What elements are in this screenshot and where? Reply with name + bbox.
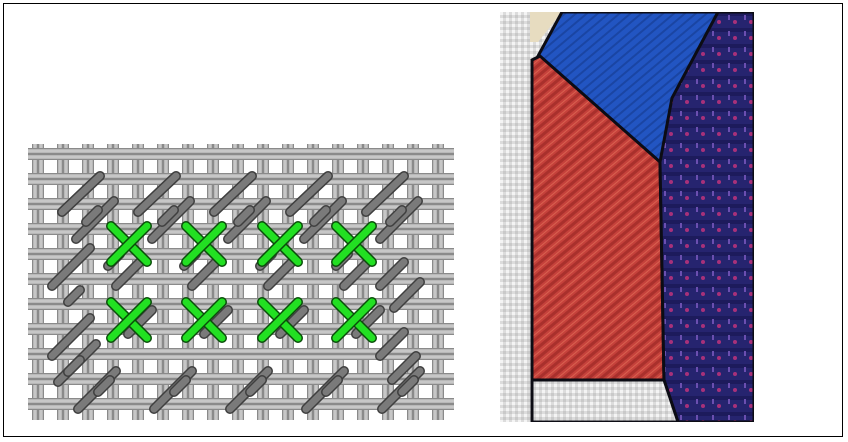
background-stitch [68, 360, 80, 372]
needlepoint-photo [500, 12, 754, 422]
stitch-diagram [28, 144, 454, 420]
photo-left-canvas-strip [500, 12, 530, 422]
photo-white-region [532, 380, 678, 422]
